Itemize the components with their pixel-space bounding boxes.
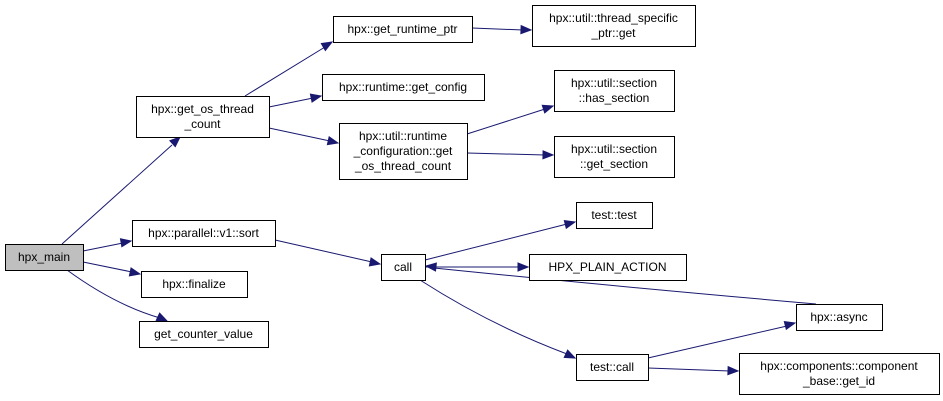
node-label-line: ::has_section <box>579 91 650 105</box>
node-get-os-thread-count[interactable]: hpx::get_os_thread_count <box>136 96 270 138</box>
node-get-config[interactable]: hpx::runtime::get_config <box>322 74 485 101</box>
node-sort[interactable]: hpx::parallel::v1::sort <box>132 220 276 247</box>
arrowhead-hpx_main-to-finalize <box>128 267 142 277</box>
node-box <box>141 271 248 298</box>
arrowhead-call-to-test_test <box>563 219 577 230</box>
node-box <box>576 354 649 381</box>
node-finalize[interactable]: hpx::finalize <box>141 271 248 298</box>
arrowhead-runtime_configuration-to-get_section <box>542 150 555 160</box>
node-box <box>576 202 653 229</box>
node-box <box>554 136 675 178</box>
node-thread-specific-ptr-get[interactable]: hpx::util::thread_specific_ptr::get <box>532 5 696 47</box>
node-label-line: hpx::parallel::v1::sort <box>148 226 259 240</box>
arrowhead-get_os_thread_count-to-get_runtime_ptr <box>320 41 334 52</box>
node-hpx-main[interactable]: hpx_main <box>5 244 84 271</box>
edge-hpx_async-to-call <box>433 267 817 305</box>
node-label-line: call <box>394 260 412 274</box>
edge-hpx_main-to-get_os_thread_count <box>61 144 173 245</box>
arrowhead-hpx_main-to-sort <box>119 238 133 248</box>
node-label-line: test::test <box>591 208 637 222</box>
node-test-call[interactable]: test::call <box>576 354 649 381</box>
node-test-test[interactable]: test::test <box>576 202 653 229</box>
node-label-line: hpx::util::thread_specific <box>549 11 678 25</box>
edge-call-to-test_test <box>424 223 568 261</box>
node-label-line: hpx::runtime::get_config <box>339 80 467 94</box>
node-label-line: _count <box>183 117 221 131</box>
arrowhead-hpx_main-to-get_counter_value <box>155 312 169 322</box>
node-call[interactable]: call <box>381 254 426 281</box>
arrowhead-runtime_configuration-to-has_section <box>541 104 555 114</box>
arrowhead-test_call-to-get_id <box>727 365 740 376</box>
node-box <box>796 304 883 331</box>
node-box <box>322 74 485 101</box>
arrowhead-hpx_async-to-call <box>424 262 437 272</box>
node-get-id[interactable]: hpx::components::component_base::get_id <box>739 353 940 395</box>
node-get-section[interactable]: hpx::util::section::get_section <box>554 136 675 178</box>
node-label-line: _os_thread_count <box>354 159 452 173</box>
edge-call-to-test_call <box>419 279 568 355</box>
edge-runtime_configuration-to-has_section <box>466 108 546 135</box>
node-box <box>139 321 269 348</box>
edge-hpx_main-to-get_counter_value <box>66 269 161 319</box>
edge-runtime_configuration-to-get_section <box>466 152 546 156</box>
node-get-runtime-ptr[interactable]: hpx::get_runtime_ptr <box>333 16 473 43</box>
node-label-line: hpx::get_runtime_ptr <box>347 22 457 36</box>
edges <box>61 24 817 376</box>
node-box <box>132 220 276 247</box>
node-label-line: hpx::get_os_thread <box>151 102 254 116</box>
node-label-line: ::get_section <box>580 157 648 171</box>
edge-sort-to-call <box>274 239 373 263</box>
node-label-line: hpx::finalize <box>162 277 226 291</box>
arrowhead-get_runtime_ptr-to-thread_specific_ptr_get <box>520 24 533 35</box>
nodes: hpx_main hpx::get_os_thread_counthpx::par… <box>5 5 940 395</box>
node-label-line: hpx::async <box>810 310 867 324</box>
edge-get_runtime_ptr-to-thread_specific_ptr_get <box>471 27 524 31</box>
edge-get_os_thread_count-to-get_config <box>268 97 314 108</box>
edge-test_call-to-get_id <box>647 367 731 372</box>
node-box <box>529 254 687 281</box>
node-label-line: get_counter_value <box>154 327 253 341</box>
node-label-line: _base::get_id <box>802 374 875 388</box>
node-has-section[interactable]: hpx::util::section::has_section <box>554 70 675 112</box>
edge-get_os_thread_count-to-get_runtime_ptr <box>244 46 326 97</box>
node-label-line: hpx::components::component <box>760 359 918 373</box>
arrowhead-get_os_thread_count-to-get_config <box>309 93 323 103</box>
node-label-line: hpx::util::section <box>571 142 657 156</box>
node-box <box>532 5 696 47</box>
edge-get_os_thread_count-to-runtime_configuration <box>268 127 331 142</box>
arrowhead-hpx_main-to-get_os_thread_count <box>169 136 182 148</box>
node-box <box>136 96 270 138</box>
node-box <box>739 353 940 395</box>
node-label-line: _configuration::get <box>353 144 453 158</box>
node-label-line: hpx::util::section <box>571 76 657 90</box>
node-hpx-async[interactable]: hpx::async <box>796 304 883 331</box>
node-get-counter-value[interactable]: get_counter_value <box>139 321 269 348</box>
edge-hpx_main-to-finalize <box>82 261 133 273</box>
arrowhead-call-to-test_call <box>563 349 577 359</box>
edge-hpx_main-to-sort <box>82 242 124 252</box>
node-label-line: HPX_PLAIN_ACTION <box>548 260 666 274</box>
arrowhead-test_call-to-hpx_async <box>783 320 797 331</box>
node-label-line: _ptr::get <box>590 26 636 40</box>
node-label-line: hpx::util::runtime <box>359 129 447 143</box>
node-box <box>339 123 468 180</box>
node-label-line: hpx_main <box>18 250 70 264</box>
node-box <box>381 254 426 281</box>
node-label-line: test::call <box>590 360 634 374</box>
arrowhead-call-to-hpx_plain_action <box>517 262 530 272</box>
node-hpx-plain-action[interactable]: HPX_PLAIN_ACTION <box>529 254 687 281</box>
node-box <box>5 244 84 271</box>
arrowhead-get_os_thread_count-to-runtime_configuration <box>326 136 340 146</box>
edge-test_call-to-hpx_async <box>647 325 788 359</box>
node-runtime-configuration[interactable]: hpx::util::runtime_configuration::get_os… <box>339 123 468 180</box>
arrowhead-sort-to-call <box>368 257 382 267</box>
node-box <box>333 16 473 43</box>
node-box <box>554 70 675 112</box>
